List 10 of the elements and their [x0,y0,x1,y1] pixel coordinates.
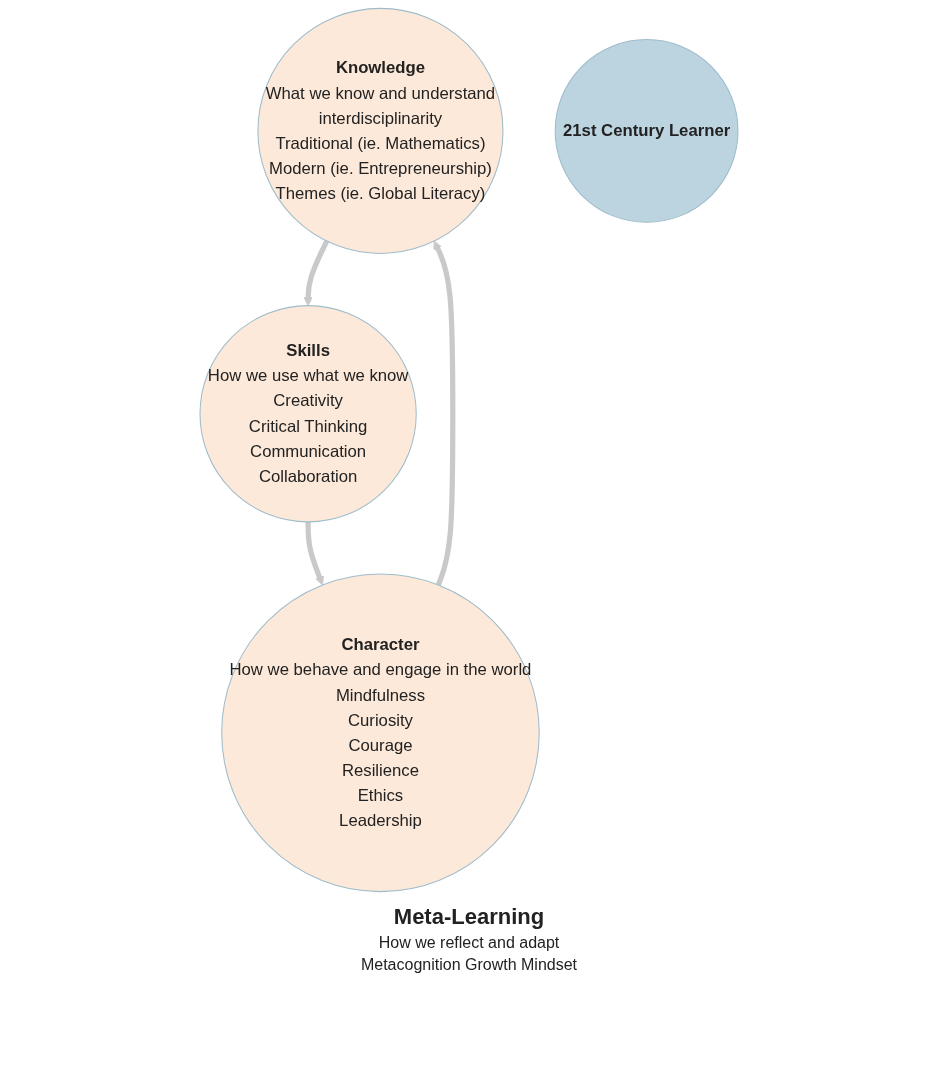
node-circle: 21st Century Learner [554,38,739,223]
arrow [305,521,324,586]
heading-text: Meta-Learning [392,904,546,930]
arrow [303,239,330,307]
node-circle: Skills How we use what we know Creativity Critical Thinking Communication Collaboration [199,305,417,523]
note-text: Metacognition Growth Mindset [359,956,579,974]
note-text: How we reflect and adapt [377,934,561,952]
node-circle: Character How we behave and engage in the world Mindfulness Curiosity Courage Resilience Ethics Leadership [221,573,540,893]
arrow [433,240,456,586]
node-circle: Knowledge What we know and understand interdisciplinarity Traditional (ie. Mathematics) Modern (ie. Entrepreneurship) Themes (ie. Global Literacy) [257,7,504,254]
